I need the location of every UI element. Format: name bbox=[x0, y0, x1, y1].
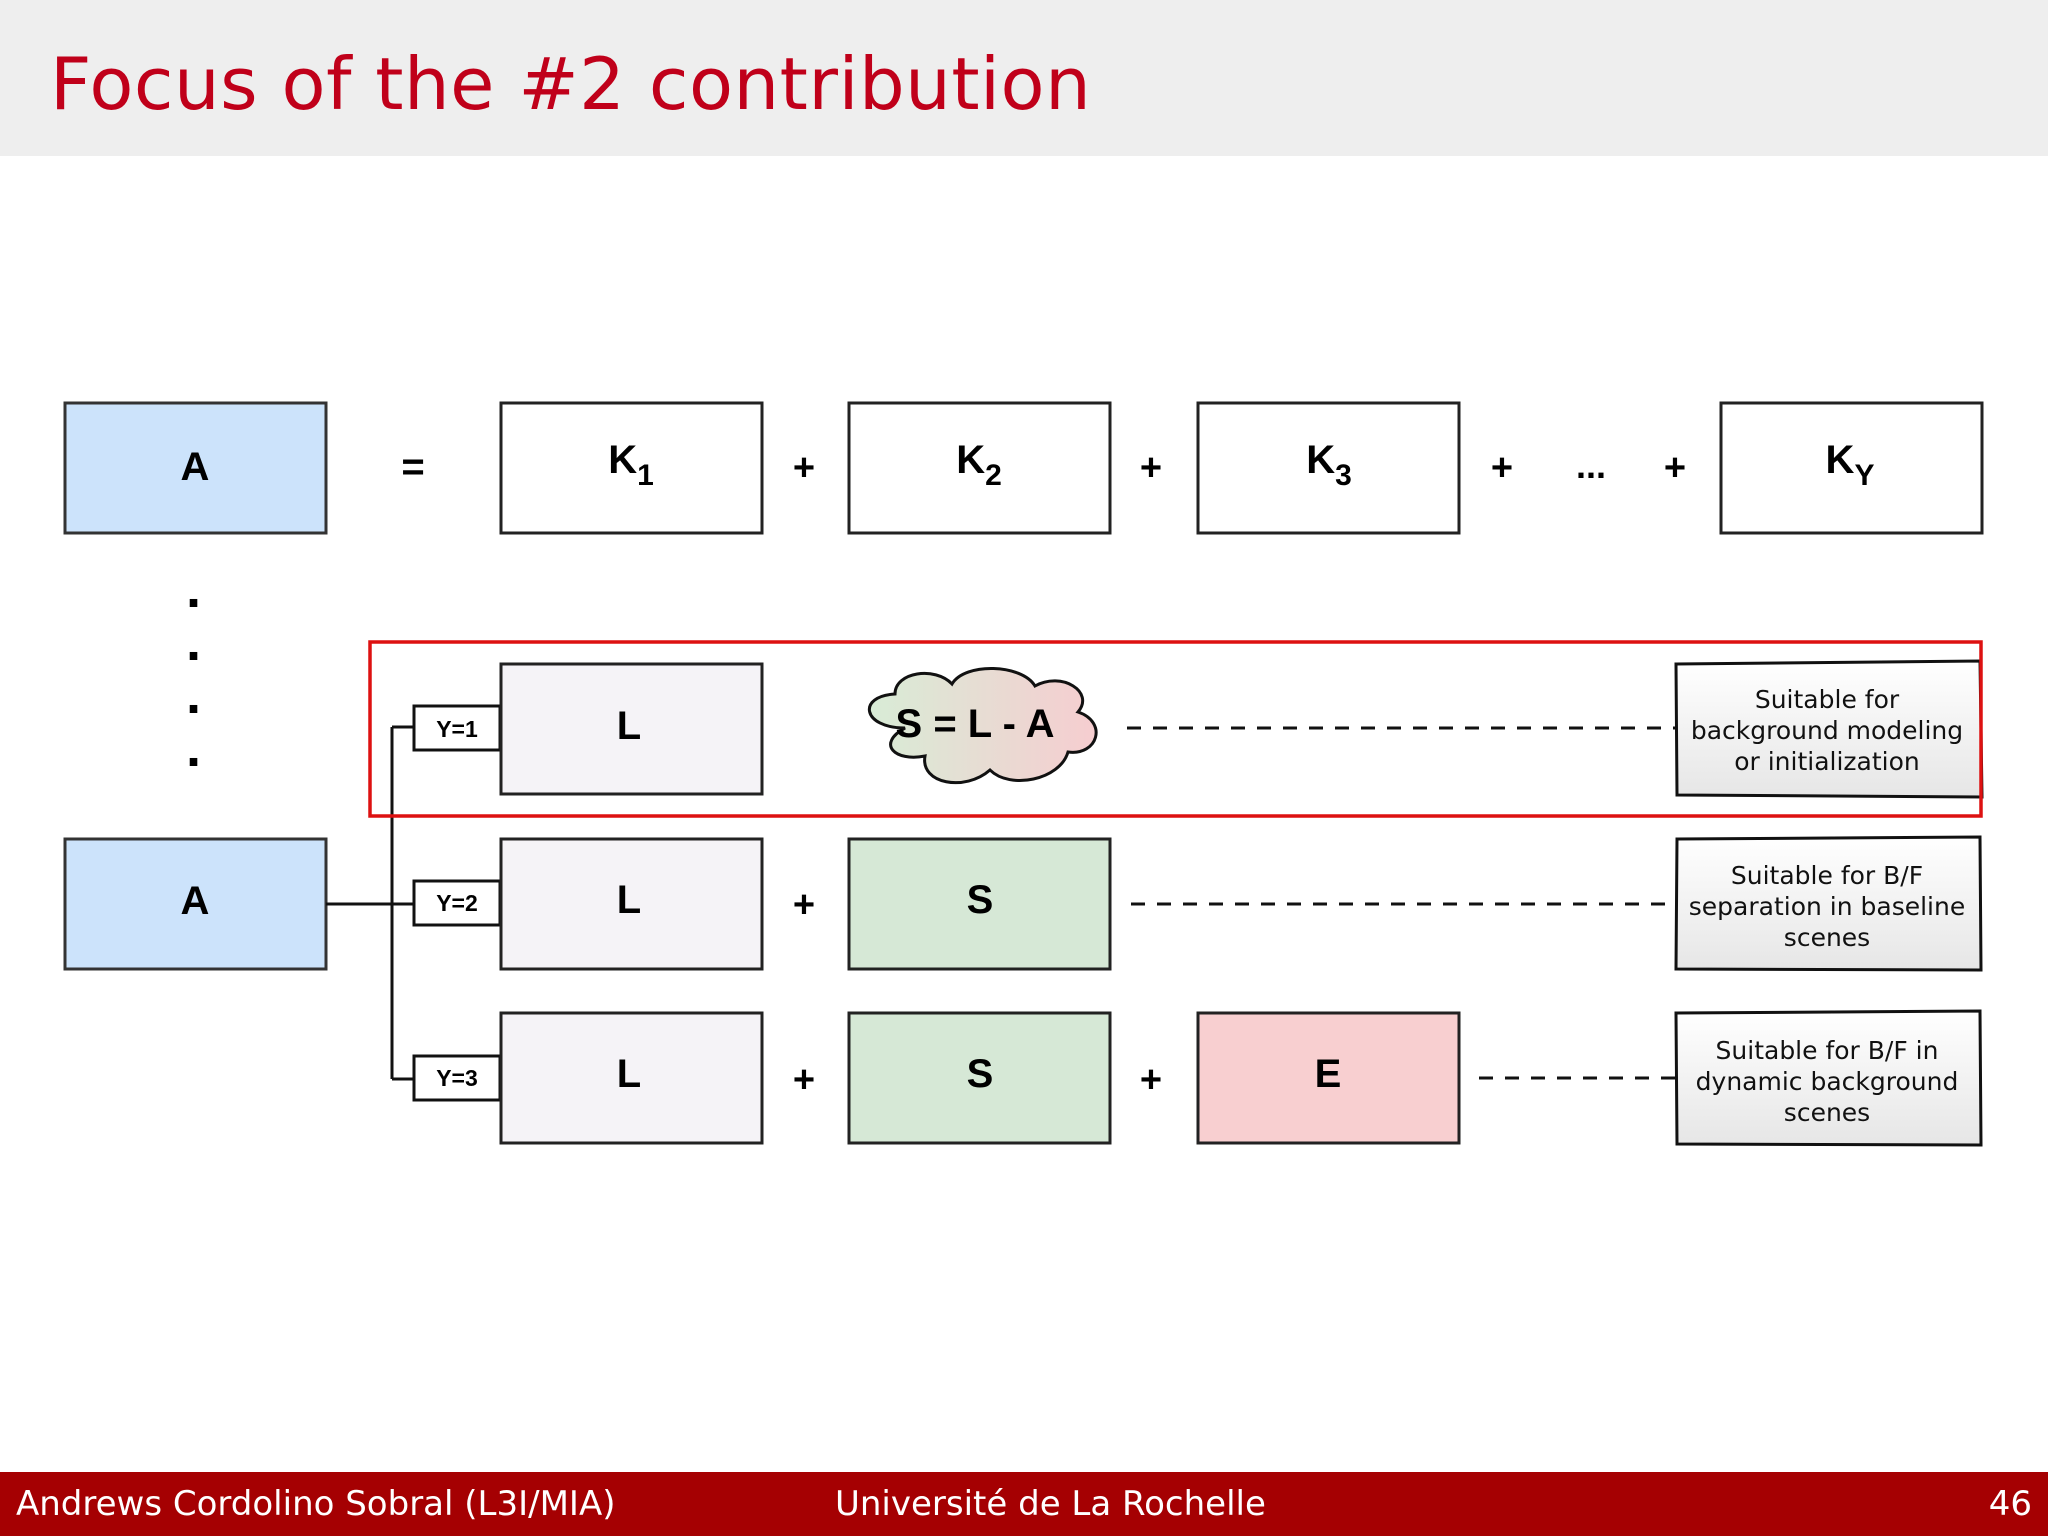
a-label-top: A bbox=[181, 445, 210, 489]
k3-label: K3 bbox=[1306, 438, 1352, 492]
ellipsis: ... bbox=[1576, 445, 1606, 486]
branch-y3: Y=3 L + S + E Suitable for B/F in dynami… bbox=[412, 1009, 1983, 1147]
note-y2: Suitable for B/F separation in baseline … bbox=[1674, 835, 1983, 972]
y2-tag bbox=[412, 879, 502, 927]
plus-sign: + bbox=[1664, 447, 1686, 489]
slide-title: Focus of the #2 contribution bbox=[50, 42, 1092, 126]
vdot: · bbox=[186, 573, 204, 633]
note-y1: Suitable for background modeling or init… bbox=[1674, 659, 1984, 799]
note-line: separation in baseline bbox=[1689, 892, 1965, 921]
note-line: dynamic background bbox=[1696, 1067, 1959, 1096]
decomposition-diagram: A = K1 + K2 + K3 + ... + KY · · · · A Y=… bbox=[63, 401, 1984, 1147]
title-bar: Focus of the #2 contribution bbox=[0, 0, 2048, 156]
note-box bbox=[1674, 1009, 1983, 1147]
cloud-shape bbox=[867, 667, 1098, 785]
ky-box bbox=[1719, 401, 1984, 535]
plus-sign: + bbox=[793, 447, 815, 489]
branch-connectors bbox=[326, 725, 414, 1081]
y2-label: Y=2 bbox=[436, 890, 478, 916]
y3-label: Y=3 bbox=[436, 1065, 478, 1091]
e-label-y3: E bbox=[1315, 1052, 1342, 1096]
plus-sign: + bbox=[1140, 447, 1162, 489]
branch-y1: Y=1 L S = L - A Suitable for background … bbox=[412, 659, 1984, 799]
vdot: · bbox=[186, 732, 204, 792]
page-number: 46 bbox=[1988, 1484, 2032, 1524]
k2-label: K2 bbox=[956, 438, 1002, 492]
vdot: · bbox=[186, 679, 204, 739]
l-box-y3 bbox=[499, 1011, 764, 1145]
note-line: Suitable for B/F bbox=[1731, 861, 1923, 890]
note-line: scenes bbox=[1784, 1098, 1870, 1127]
note-line: or initialization bbox=[1734, 747, 1920, 776]
e-box-y3 bbox=[1196, 1011, 1461, 1145]
note-line: scenes bbox=[1784, 923, 1870, 952]
k3-box bbox=[1196, 401, 1461, 535]
l-label-y2: L bbox=[617, 878, 641, 922]
k1-box bbox=[499, 401, 764, 535]
plus-sign: + bbox=[793, 1059, 815, 1101]
note-box bbox=[1674, 835, 1983, 972]
note-line: background modeling bbox=[1691, 716, 1963, 745]
branch-y2: Y=2 L + S Suitable for B/F separation in… bbox=[412, 835, 1983, 972]
ky-label: KY bbox=[1826, 438, 1875, 492]
l-label-y1: L bbox=[617, 704, 641, 748]
plus-sign: + bbox=[1491, 447, 1513, 489]
a-label-bottom: A bbox=[181, 879, 210, 923]
k2-box bbox=[847, 401, 1112, 535]
l-box-y2 bbox=[499, 837, 764, 971]
a-box-bottom bbox=[63, 837, 328, 971]
note-y3: Suitable for B/F in dynamic background s… bbox=[1674, 1009, 1983, 1147]
k1-label: K1 bbox=[608, 438, 654, 492]
s-label-y3: S bbox=[967, 1052, 994, 1096]
plus-sign: + bbox=[1140, 1059, 1162, 1101]
l-label-y3: L bbox=[617, 1052, 641, 1096]
vertical-dots: · · · · bbox=[186, 573, 204, 792]
l-box-y1 bbox=[499, 662, 764, 796]
s-label-y2: S bbox=[967, 878, 994, 922]
cloud-equation: S = L - A bbox=[896, 702, 1055, 746]
s-box-y3 bbox=[847, 1011, 1112, 1145]
note-line: Suitable for bbox=[1755, 685, 1900, 714]
plus-sign: + bbox=[793, 884, 815, 926]
vdot: · bbox=[186, 626, 204, 686]
footer-bar: Andrews Cordolino Sobral (L3I/MIA) Unive… bbox=[0, 1472, 2048, 1536]
a-box-top bbox=[63, 401, 328, 535]
y1-label: Y=1 bbox=[436, 716, 478, 742]
footer-institution: Université de La Rochelle bbox=[835, 1484, 1266, 1524]
top-equation: A = K1 + K2 + K3 + ... + KY bbox=[63, 401, 1984, 535]
equals-sign: = bbox=[401, 445, 424, 489]
s-box-y2 bbox=[847, 837, 1112, 971]
note-line: Suitable for B/F in bbox=[1716, 1036, 1939, 1065]
footer-author: Andrews Cordolino Sobral (L3I/MIA) bbox=[16, 1484, 616, 1524]
focus-highlight bbox=[368, 640, 1983, 818]
